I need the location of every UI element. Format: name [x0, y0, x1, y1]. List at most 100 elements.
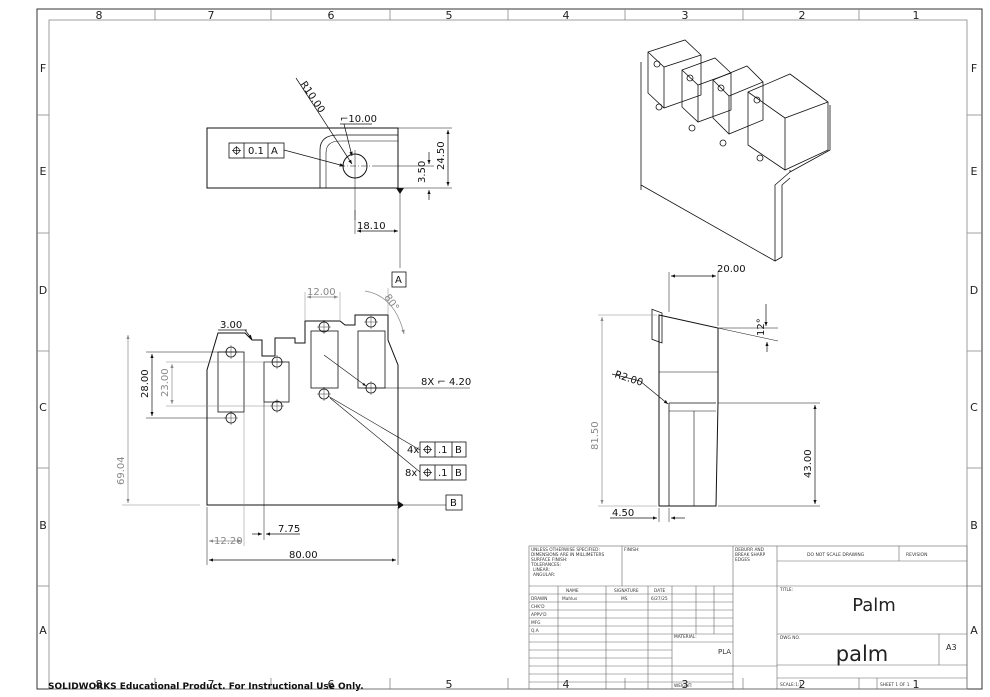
tolerance-note-line: TOLERANCES:	[530, 562, 561, 568]
zone-row-label: F	[971, 62, 977, 75]
side-view: 20.00 12° R2.00 81.50 43.00 4.50	[590, 264, 820, 522]
tolerance-note-line: LINEAR:	[533, 567, 550, 573]
top-view: R10.00 ⌐10.00 0.1 A 24.50 3.50 18.10	[206, 77, 452, 288]
iso-finger	[681, 57, 732, 132]
iso-finger	[712, 65, 764, 147]
datum-a: A	[395, 275, 402, 286]
leader-line	[611, 373, 641, 382]
dim-small-vertical: 3.50	[417, 161, 428, 183]
zone-col-label: 5	[446, 678, 453, 691]
iso-edge	[789, 105, 831, 173]
signature-header: SIGNATURE	[614, 588, 639, 594]
dim-hole-diameter: ⌐10.00	[340, 114, 377, 125]
signature-row-label: Q.A	[531, 628, 539, 634]
zone-row-label: A	[970, 624, 978, 637]
top-view-fillet	[319, 134, 398, 188]
fcf-count: 4x	[407, 445, 419, 456]
zone-col-label: 8	[96, 678, 103, 691]
drawn-name: Mahlus	[562, 596, 578, 602]
signature-header: NAME	[566, 588, 579, 594]
datum-b: B	[450, 498, 457, 509]
tolerance-note-line: UNLESS OTHERWISE SPECIFIED:	[531, 547, 600, 553]
isometric-view	[640, 39, 831, 344]
sheet-count: SHEET 1 OF 1	[880, 682, 910, 688]
position-icon	[423, 445, 432, 454]
angle-arc	[364, 290, 405, 335]
dim-radius: R10.00	[298, 80, 327, 116]
outer-border	[36, 8, 983, 690]
dwg-no-label: DWG NO.	[780, 635, 800, 641]
side-view-outline	[658, 314, 719, 507]
dim-width-2: 7.75	[278, 524, 300, 535]
zone-col-label: 6	[328, 678, 335, 691]
dim-width-1: 12.20	[214, 536, 243, 547]
dim-step: 3.00	[220, 320, 242, 331]
drawing-title: Palm	[852, 595, 896, 616]
sheet-size: A3	[946, 643, 957, 652]
fcf-tolerance: .1	[438, 468, 448, 479]
zone-row-label: F	[40, 62, 46, 75]
zone-col-label: 5	[446, 9, 453, 22]
drawn-date: 6/27/25	[651, 596, 668, 602]
fcf-tolerance: .1	[438, 445, 448, 456]
dim-hole-callout: 8X ⌐ 4.20	[421, 377, 471, 388]
fcf-tolerance: 0.1	[248, 146, 264, 157]
iso-finger	[747, 73, 829, 171]
slot-outline	[310, 330, 339, 389]
weight-label: WEIGHT:	[674, 683, 692, 689]
front-holes	[225, 316, 377, 424]
leader-line	[244, 329, 253, 340]
zone-ticks	[37, 9, 982, 689]
fcf-datum: A	[271, 146, 278, 157]
dim-radius: R2.00	[613, 369, 644, 388]
dim-height-1: 28.00	[140, 369, 151, 398]
tolerance-note-line: DIMENSIONS ARE IN MILLIMETERS	[531, 552, 605, 558]
drawn-signature: MS	[621, 596, 628, 602]
material-label: MATERIAL:	[674, 634, 697, 640]
dim-angle: 80°	[382, 292, 401, 313]
zone-col-label: 6	[328, 9, 335, 22]
finish-label: FINISH:	[624, 547, 640, 553]
dim-top-width: 20.00	[717, 264, 746, 275]
iso-finger	[647, 39, 702, 344]
leader-line	[327, 395, 421, 451]
fcf-datum: B	[455, 468, 462, 479]
signature-row-label: CHK'D	[531, 604, 545, 610]
dim-angle: 12°	[756, 318, 767, 336]
top-view-outline	[206, 127, 399, 189]
signature-row-label: APPV'D	[531, 612, 547, 618]
dim-lower-height: 43.00	[803, 449, 814, 478]
leader-line	[323, 354, 367, 387]
slot-outline	[357, 330, 386, 389]
zone-col-label: 4	[563, 678, 570, 691]
datum-triangle	[398, 501, 404, 509]
leader-line	[295, 77, 353, 165]
dim-offset: 18.10	[357, 221, 386, 232]
deburr-note-line: EDGES	[735, 557, 750, 563]
signature-row-label: DRAWN	[531, 596, 547, 602]
fcf-count: 8x	[405, 468, 417, 479]
iso-body-outline	[640, 62, 791, 262]
dim-total-width: 80.00	[289, 550, 318, 561]
datum-box	[445, 494, 463, 511]
fcf-frame	[228, 142, 285, 159]
leader-line	[343, 123, 353, 157]
title-block-grid	[528, 545, 968, 690]
position-icon	[423, 468, 432, 477]
zone-col-label: 7	[208, 678, 215, 691]
dim-slot-width: 12.00	[307, 287, 336, 298]
inner-border	[48, 19, 968, 690]
dim-thickness: 4.50	[612, 508, 634, 519]
scale-value: SCALE:1:1	[780, 682, 802, 688]
zone-col-label: 2	[799, 9, 806, 22]
zone-row-label: A	[39, 624, 47, 637]
title-label: TITLE:	[779, 587, 793, 593]
material-value: PLA	[718, 648, 731, 656]
extension-line	[717, 327, 779, 342]
deburr-note-line: BREAK SHARP	[735, 552, 766, 558]
iso-edge	[774, 177, 791, 262]
datum-triangle	[396, 188, 404, 194]
